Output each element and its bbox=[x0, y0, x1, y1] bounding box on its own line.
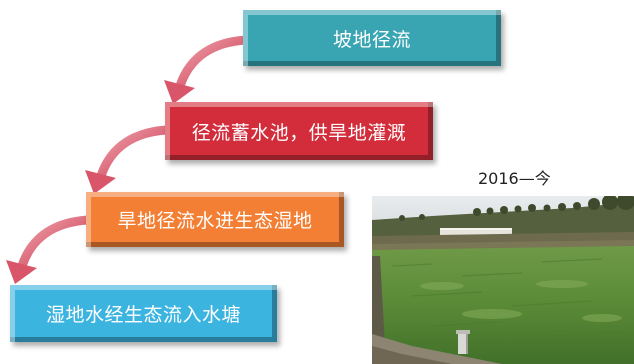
flow-arrow-1 bbox=[164, 35, 251, 104]
step-slope-runoff: 坡地径流 bbox=[243, 10, 501, 66]
step-label: 旱地径流水进生态湿地 bbox=[117, 210, 313, 232]
step-label: 湿地水经生态流入水塘 bbox=[45, 304, 241, 326]
step-wetland-inflow: 旱地径流水进生态湿地 bbox=[86, 192, 344, 247]
step-label: 坡地径流 bbox=[332, 28, 411, 51]
wetland-field-photo bbox=[372, 196, 634, 364]
step-label: 径流蓄水池，供旱地灌溉 bbox=[191, 121, 407, 144]
step-pond-outflow: 湿地水经生态流入水塘 bbox=[10, 285, 277, 342]
step-storage-pond: 径流蓄水池，供旱地灌溉 bbox=[165, 102, 433, 160]
flow-arrow-3 bbox=[6, 215, 93, 284]
photo-caption: 2016—今 bbox=[478, 169, 551, 188]
flow-arrow-2 bbox=[85, 125, 172, 194]
